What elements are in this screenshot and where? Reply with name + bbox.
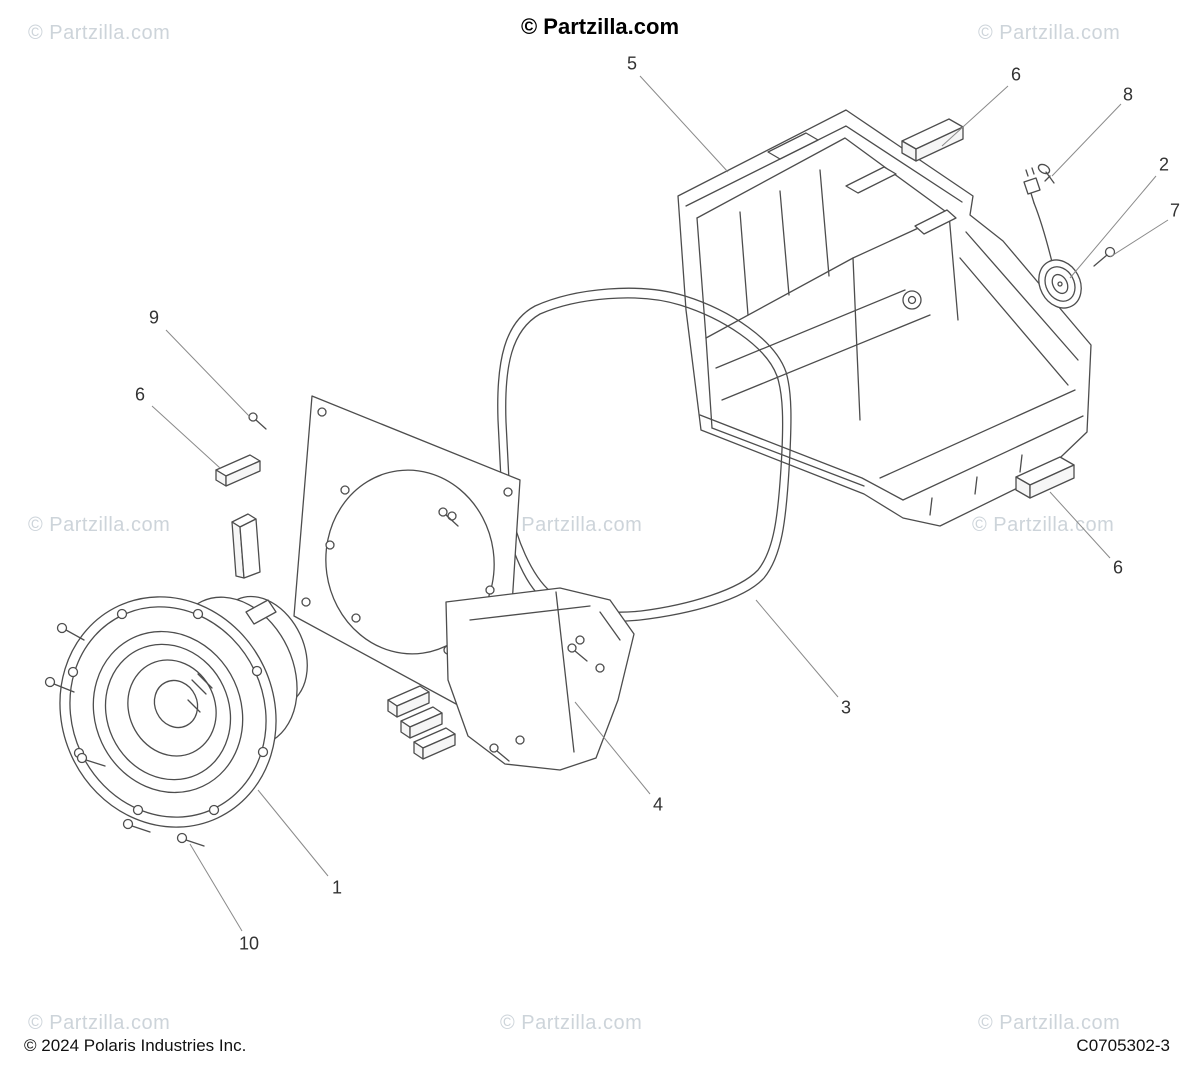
foam-pad — [387, 685, 456, 760]
foam-pad — [901, 118, 964, 162]
callout-5: 5 — [626, 53, 638, 74]
leader-line — [151, 75, 1169, 932]
grommet-drawing — [1023, 167, 1082, 309]
page-title: © Partzilla.com — [520, 14, 680, 39]
watermark: © Partzilla.com — [28, 1012, 171, 1034]
screw — [44, 246, 1116, 847]
callout-4: 4 — [652, 794, 664, 815]
callout-10: 10 — [238, 933, 260, 954]
rivet-drawing — [1037, 163, 1055, 184]
watermark: © Partzilla.com — [978, 22, 1121, 44]
watermark: © Partzilla.com — [28, 514, 171, 536]
callout-6: 6 — [1010, 64, 1022, 85]
copyright-text: © 2024 Polaris Industries Inc. — [24, 1036, 247, 1055]
watermark: © Partzilla.com — [978, 1012, 1121, 1034]
callout-8: 8 — [1122, 84, 1134, 105]
callout-2: 2 — [1158, 154, 1170, 175]
watermark: © Partzilla.com — [972, 514, 1115, 536]
callout-1: 1 — [331, 877, 343, 898]
watermark: © Partzilla.com — [500, 514, 643, 536]
foam-pad — [231, 513, 261, 579]
part-code: C0705302-3 — [1076, 1036, 1170, 1055]
enclosure-drawing — [677, 109, 1092, 527]
callout-3: 3 — [840, 697, 852, 718]
bracket-drawing — [445, 587, 635, 771]
watermark: © Partzilla.com — [500, 1012, 643, 1034]
watermark: © Partzilla.com — [28, 22, 171, 44]
callout-7: 7 — [1169, 200, 1181, 221]
callout-6: 6 — [1112, 557, 1124, 578]
callout-9: 9 — [148, 307, 160, 328]
callout-6: 6 — [134, 384, 146, 405]
foam-pad — [215, 454, 261, 487]
foam-pad — [1015, 456, 1075, 499]
speaker-drawing — [59, 595, 308, 828]
